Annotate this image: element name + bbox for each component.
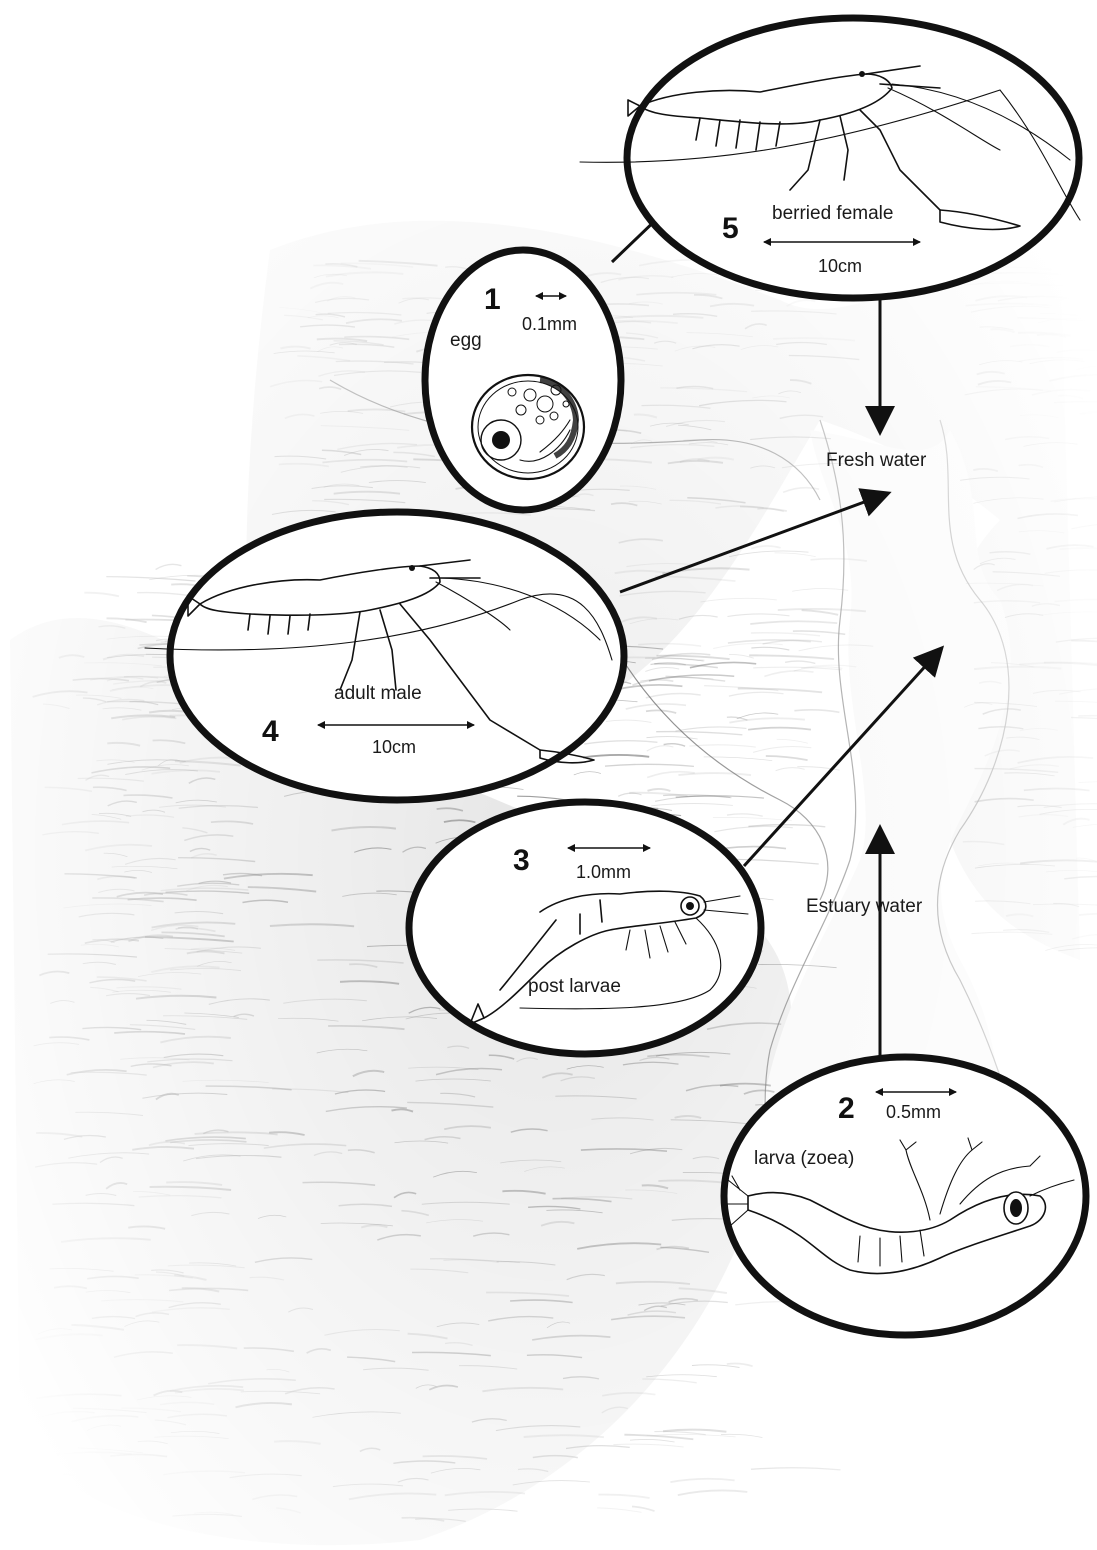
stage-3-number: 3 (513, 844, 530, 877)
stage-3-frame (409, 802, 761, 1054)
stage-2-number: 2 (838, 1092, 855, 1125)
stage-2-label: larva (zoea) (754, 1148, 854, 1169)
stage-1-number: 1 (484, 283, 501, 316)
stage-3-scale-label: 1.0mm (576, 862, 631, 882)
stage-5-label: berried female (772, 203, 893, 224)
stage-1-label: egg (450, 330, 482, 351)
stage-3-label: post larvae (528, 976, 621, 997)
stage-5-scale-label: 10cm (818, 256, 862, 276)
stage-egg: 1 0.1mm egg (425, 250, 621, 510)
fresh-water-label: Fresh water (826, 450, 927, 471)
stage-larva: 2 0.5mm larva (zoea) (724, 1057, 1086, 1335)
stage-1-scale-label: 0.1mm (522, 314, 577, 334)
stage-post-larvae: 3 1.0mm post larvae (409, 802, 761, 1054)
stage-5-number: 5 (722, 212, 739, 245)
stage-4-scale-label: 10cm (372, 737, 416, 757)
stage-2-frame (724, 1057, 1086, 1335)
egg-drawing (472, 375, 584, 479)
estuary-water-label: Estuary water (806, 896, 923, 917)
stage-4-number: 4 (262, 715, 279, 748)
stage-4-label: adult male (334, 683, 422, 704)
stage-2-scale-label: 0.5mm (886, 1102, 941, 1122)
